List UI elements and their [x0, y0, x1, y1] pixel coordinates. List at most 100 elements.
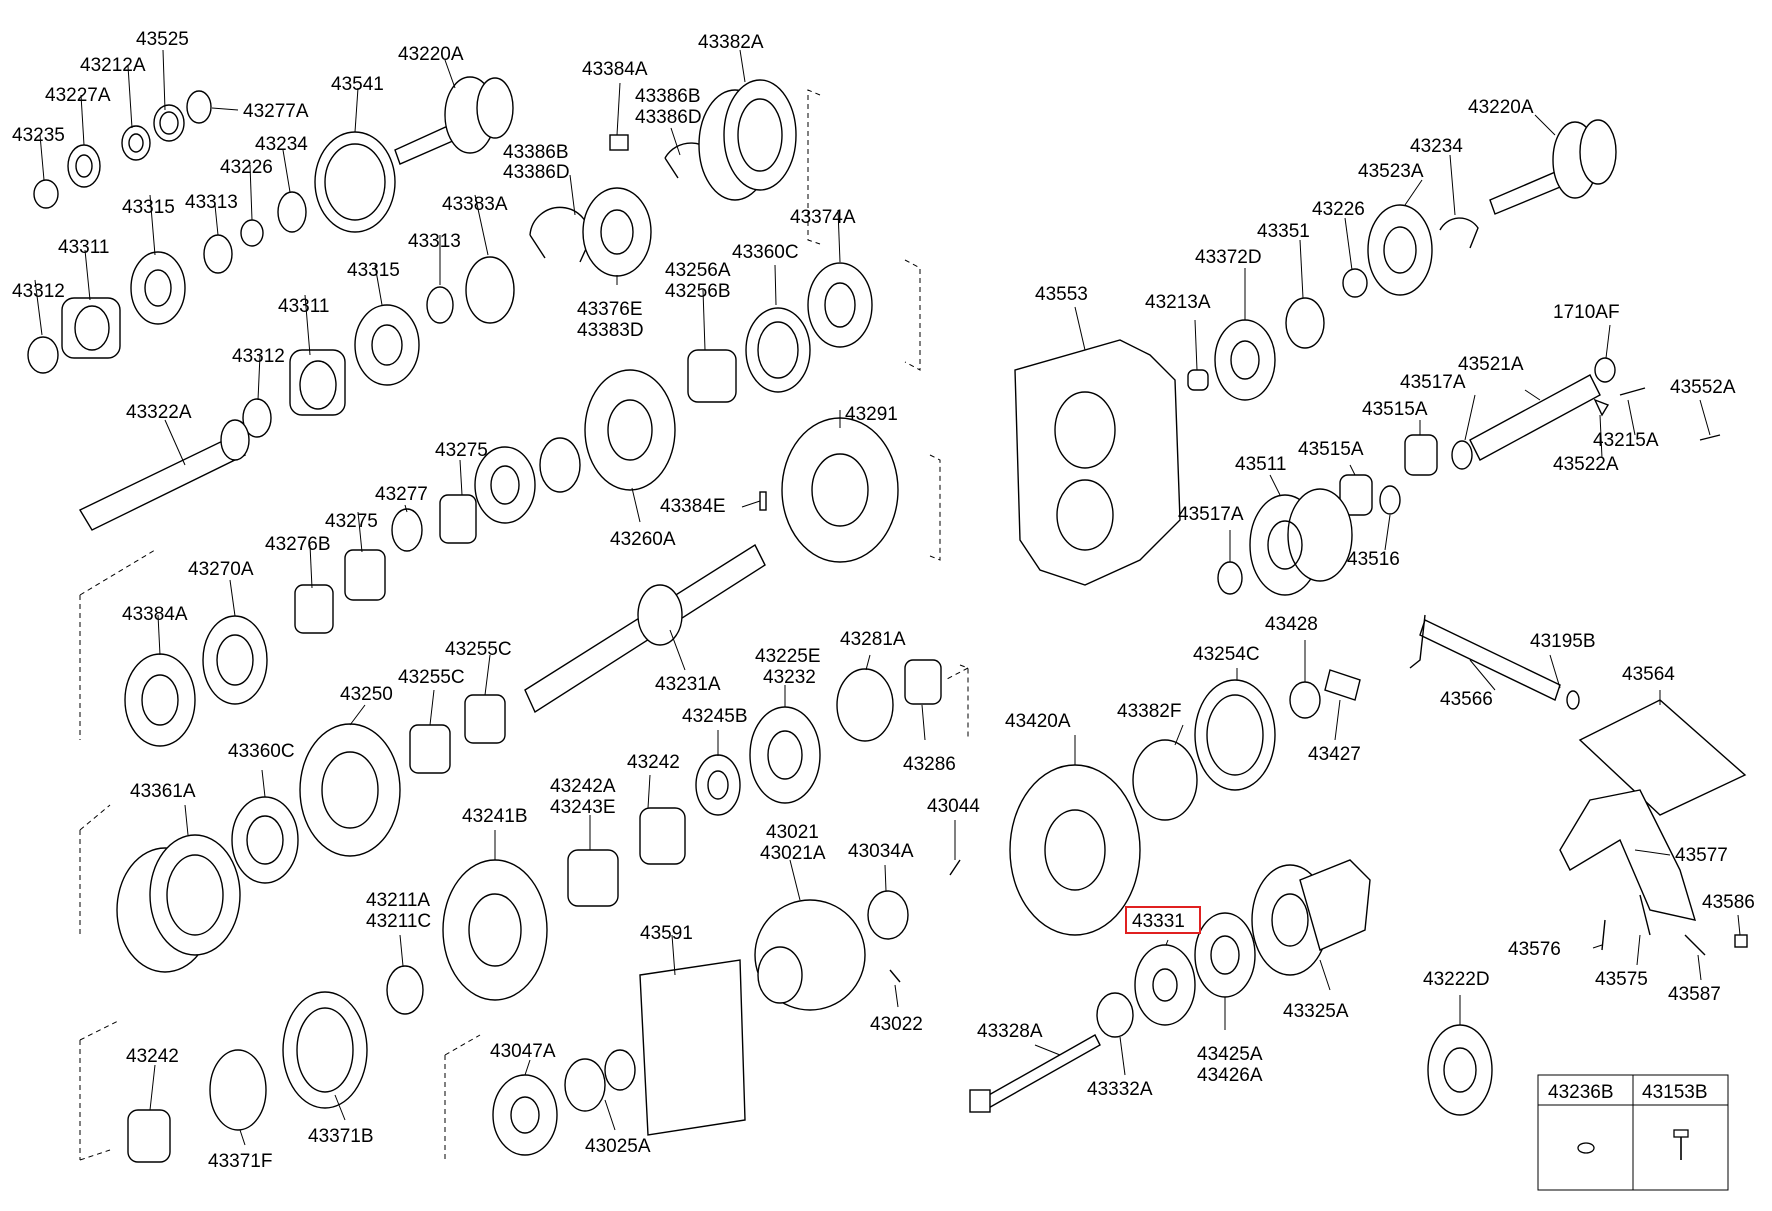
- label-43213a: 43213A: [1145, 292, 1211, 313]
- label-43511: 43511: [1235, 454, 1286, 475]
- label-43270a: 43270A: [188, 559, 254, 580]
- label-43195b: 43195B: [1530, 631, 1596, 652]
- label-43243e: 43243E: [550, 797, 616, 818]
- label-43361a: 43361A: [130, 781, 196, 802]
- label-43231a: 43231A: [655, 674, 721, 695]
- label-43044: 43044: [927, 796, 980, 817]
- label-1710af: 1710AF: [1553, 302, 1620, 323]
- label-43577: 43577: [1675, 845, 1728, 866]
- label-43211c: 43211C: [366, 911, 431, 932]
- legend-col2-label: 43153B: [1642, 1082, 1708, 1103]
- label-43250: 43250: [340, 684, 393, 705]
- label-43275-2: 43275: [325, 511, 378, 532]
- label-43515a: 43515A: [1362, 399, 1428, 420]
- label-43025a: 43025A: [585, 1136, 651, 1157]
- label-43311: 43311: [58, 237, 109, 258]
- label-43575: 43575: [1595, 969, 1648, 990]
- label-43241b: 43241B: [462, 806, 528, 827]
- label-43384e: 43384E: [660, 496, 726, 517]
- label-43256a: 43256A: [665, 260, 731, 281]
- label-43255c-2: 43255C: [398, 667, 465, 688]
- leader-lines: [34, 49, 1741, 1146]
- label-43034a: 43034A: [848, 841, 914, 862]
- label-43517a: 43517A: [1400, 372, 1466, 393]
- label-43564: 43564: [1622, 664, 1675, 685]
- label-43315: 43315: [122, 197, 175, 218]
- label-43322a: 43322A: [126, 402, 192, 423]
- legend-table: 43236B 43153B: [1537, 1074, 1729, 1191]
- bolt-icon: [1673, 1129, 1689, 1160]
- label-43313-2: 43313: [408, 231, 461, 252]
- label-43212a: 43212A: [80, 55, 146, 76]
- label-43220a-2: 43220A: [1468, 97, 1534, 118]
- label-43552a: 43552A: [1670, 377, 1736, 398]
- label-43384a: 43384A: [582, 59, 648, 80]
- label-43312: 43312: [12, 281, 65, 302]
- label-43386d-2: 43386D: [503, 162, 570, 183]
- label-43553: 43553: [1035, 284, 1088, 305]
- label-43425a: 43425A: [1197, 1044, 1263, 1065]
- label-43541: 43541: [331, 74, 384, 95]
- label-43325a: 43325A: [1283, 1001, 1349, 1022]
- label-43515a-2: 43515A: [1298, 439, 1364, 460]
- label-43311-2: 43311: [278, 296, 329, 317]
- label-43225e: 43225E: [755, 646, 821, 667]
- label-43426a: 43426A: [1197, 1065, 1263, 1086]
- label-43351: 43351: [1257, 221, 1310, 242]
- label-43591: 43591: [640, 923, 693, 944]
- label-43022: 43022: [870, 1014, 923, 1035]
- label-43277: 43277: [375, 484, 428, 505]
- label-43242-2: 43242: [126, 1046, 179, 1067]
- label-43516: 43516: [1347, 549, 1400, 570]
- label-43226: 43226: [220, 157, 273, 178]
- label-43047a: 43047A: [490, 1041, 556, 1062]
- label-43226-2: 43226: [1312, 199, 1365, 220]
- label-43235: 43235: [12, 125, 65, 146]
- label-43222d: 43222D: [1423, 969, 1490, 990]
- label-43517a-2: 43517A: [1178, 504, 1244, 525]
- label-43521a: 43521A: [1458, 354, 1524, 375]
- label-43242a: 43242A: [550, 776, 616, 797]
- label-43587: 43587: [1668, 984, 1721, 1005]
- label-43021: 43021: [766, 822, 819, 843]
- highlight-box-43331: [1125, 906, 1201, 934]
- label-43254c: 43254C: [1193, 644, 1260, 665]
- part-drawings: [27, 76, 1748, 1163]
- label-43232: 43232: [763, 667, 816, 688]
- label-43291: 43291: [845, 404, 898, 425]
- label-43215a: 43215A: [1593, 430, 1659, 451]
- label-43386b-2: 43386B: [503, 142, 569, 163]
- label-43386d: 43386D: [635, 107, 702, 128]
- label-43427: 43427: [1308, 744, 1361, 765]
- label-43313: 43313: [185, 192, 238, 213]
- label-43382a: 43382A: [698, 32, 764, 53]
- label-43420a: 43420A: [1005, 711, 1071, 732]
- label-43371b: 43371B: [308, 1126, 374, 1147]
- label-43234-2: 43234: [1410, 136, 1463, 157]
- washer-icon: [1577, 1142, 1595, 1154]
- legend-col1-label: 43236B: [1548, 1082, 1614, 1103]
- label-43281a: 43281A: [840, 629, 906, 650]
- label-43315-2: 43315: [347, 260, 400, 281]
- label-43211a: 43211A: [366, 890, 430, 911]
- label-43245b: 43245B: [682, 706, 748, 727]
- label-43360c-2: 43360C: [228, 741, 295, 762]
- label-43234: 43234: [255, 134, 308, 155]
- label-43522a: 43522A: [1553, 454, 1619, 475]
- label-43256b: 43256B: [665, 281, 731, 302]
- label-43275: 43275: [435, 440, 488, 461]
- label-43586: 43586: [1702, 892, 1755, 913]
- label-43328a: 43328A: [977, 1021, 1043, 1042]
- label-43525: 43525: [136, 29, 189, 50]
- label-43276b: 43276B: [265, 534, 331, 555]
- label-43372d: 43372D: [1195, 247, 1262, 268]
- label-43332a: 43332A: [1087, 1079, 1153, 1100]
- label-43383d: 43383D: [577, 320, 644, 341]
- label-43428: 43428: [1265, 614, 1318, 635]
- label-43383a: 43383A: [442, 194, 508, 215]
- label-43021a: 43021A: [760, 843, 826, 864]
- label-43260a: 43260A: [610, 529, 676, 550]
- label-43277a: 43277A: [243, 101, 309, 122]
- label-43242: 43242: [627, 752, 680, 773]
